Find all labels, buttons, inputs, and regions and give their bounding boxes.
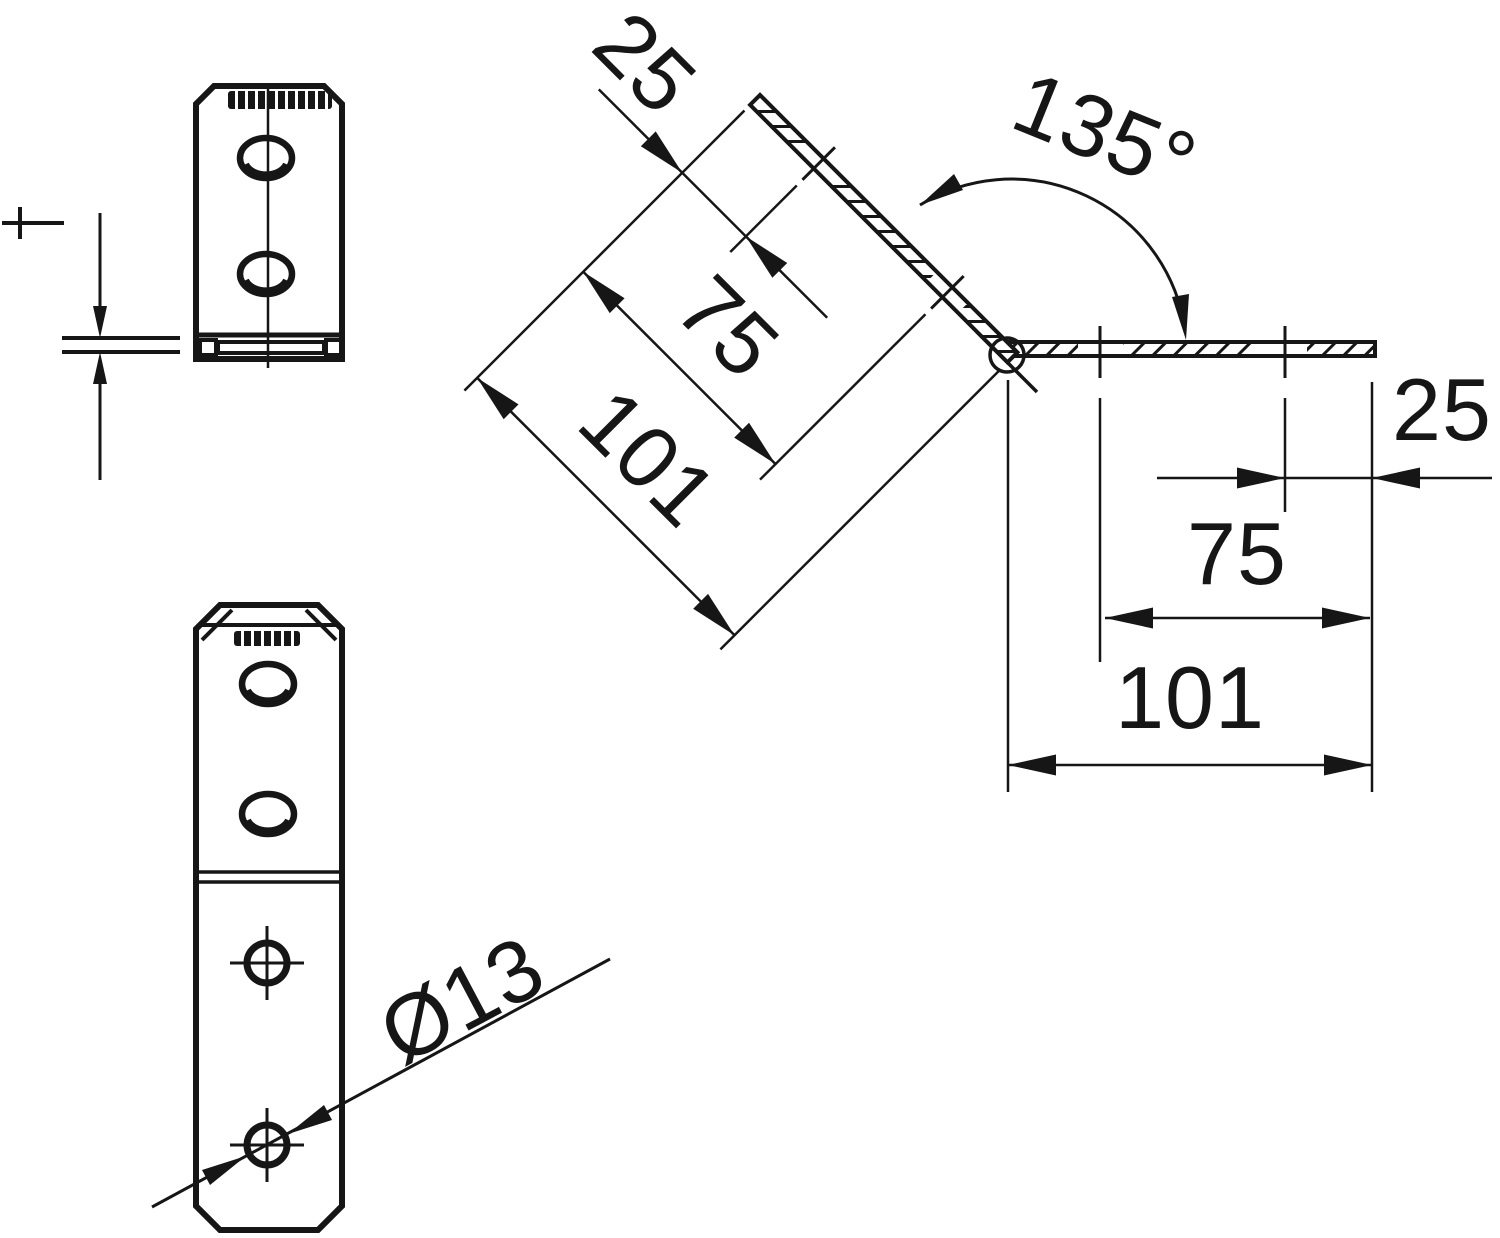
front-view-long-leg xyxy=(151,602,611,1233)
part-marking-stamp-short-leg xyxy=(228,91,332,109)
horizontal-dim-25-lines xyxy=(1157,467,1492,489)
diameter-leader xyxy=(151,957,611,1209)
diagonal-dim-25-lines xyxy=(597,88,829,319)
horizontal-dim-25-label: 25 xyxy=(1392,360,1492,459)
diagonal-dim-101-lines xyxy=(476,376,736,637)
slot-hole-lower xyxy=(238,790,298,838)
horizontal-leg-section xyxy=(1006,326,1377,378)
horizontal-dim-101-lines xyxy=(1008,754,1372,776)
bend-vertex-circle xyxy=(975,330,1039,394)
part-marking-stamp-long-leg xyxy=(234,631,300,646)
diagonal-dim-75-lines xyxy=(582,270,777,465)
horizontal-dim-75-label: 75 xyxy=(1187,504,1287,603)
round-hole-upper xyxy=(230,926,304,1000)
angle-arc xyxy=(919,174,1189,340)
diagonal-leg-section xyxy=(463,88,1021,651)
slot-hole-bottom xyxy=(236,250,296,298)
horizontal-dim-101-label: 101 xyxy=(1115,648,1265,747)
slot-hole-upper xyxy=(238,660,298,708)
front-view-short-leg xyxy=(193,83,345,368)
side-view-thickness xyxy=(2,207,180,480)
horizontal-dims xyxy=(1006,380,1492,792)
slot-hole-top xyxy=(236,134,296,182)
bent-profile-view xyxy=(463,88,1492,792)
horizontal-dim-75-lines xyxy=(1105,607,1370,629)
